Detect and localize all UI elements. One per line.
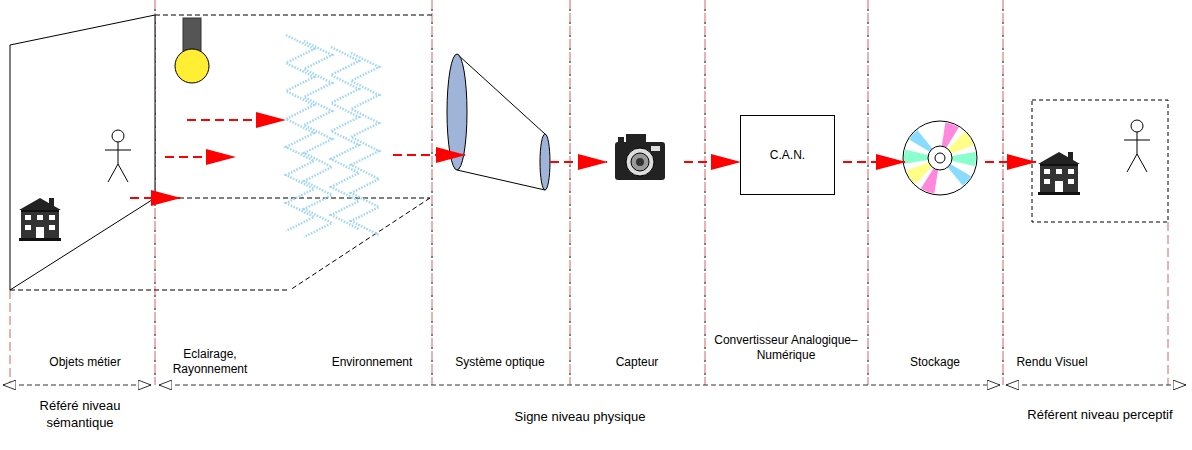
box-label: C.A.N.: [770, 148, 805, 162]
column-label: Convertisseur Analogique–Numérique: [711, 333, 861, 363]
column-label: Capteur: [577, 355, 697, 370]
person-icon: [105, 130, 131, 182]
wave-stroke: [286, 35, 314, 231]
column-label: Système optique: [438, 355, 563, 370]
column-label: Stockage: [875, 355, 995, 370]
environment-waves: [286, 35, 379, 237]
column-label: Rendu Visuel: [997, 355, 1107, 370]
level-label: Signe niveau physique: [505, 408, 655, 425]
column-label: Eclairage, Rayonnement: [160, 347, 260, 377]
house-icon: [1038, 152, 1080, 195]
level-label: Référé niveau sémantique: [20, 397, 140, 431]
disc-icon: [903, 121, 977, 195]
disc-sector: [948, 132, 973, 154]
disc-sector: [909, 130, 932, 152]
disc-sector: [952, 152, 976, 166]
camera-icon: [615, 134, 665, 180]
wave-stroke: [351, 53, 379, 235]
lamp-icon: [175, 18, 209, 83]
level-label: Référent niveau perceptif: [1025, 406, 1175, 423]
column-separators: [10, 0, 1168, 385]
person-icon: [1124, 120, 1150, 172]
column-label: Environnement: [317, 355, 427, 370]
disc-sector: [906, 162, 931, 184]
converter-box: C.A.N.: [740, 115, 835, 195]
wave-stroke: [304, 41, 332, 237]
level-brackets: [3, 385, 1186, 386]
wave-stroke: [331, 47, 359, 229]
disc-sector: [904, 150, 928, 164]
column-label: Objets métier: [25, 355, 145, 370]
render-frame: [1032, 100, 1168, 222]
house-icon: [19, 198, 61, 241]
flow-arrows: [130, 120, 1036, 198]
disc-sector: [948, 164, 971, 186]
scene-box: [10, 15, 432, 290]
optical-system: [447, 54, 550, 190]
